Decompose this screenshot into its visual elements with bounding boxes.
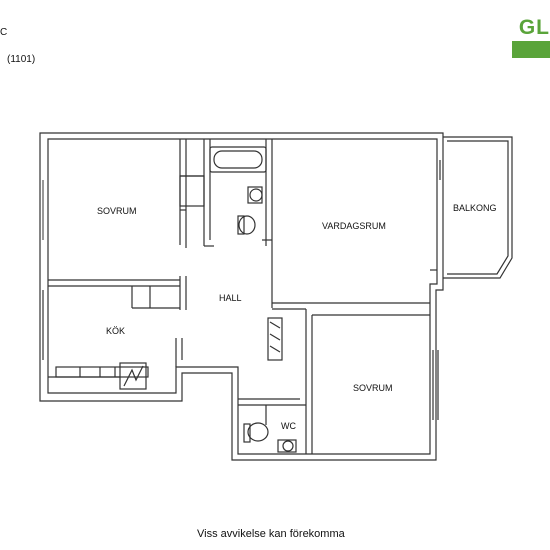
room-label-kitchen: KÖK [106,326,125,336]
brand-logo-bar [512,41,550,58]
room-label-hall: HALL [219,293,242,303]
header-title-fragment: C [0,27,8,38]
brand-logo: GL [518,16,550,39]
room-label-balcony: BALKONG [453,203,497,213]
room-label-living-room: VARDAGSRUM [322,221,386,231]
room-label-bedroom-bottom: SOVRUM [353,383,393,393]
outer-wall [39,132,444,461]
balcony-outline [443,136,513,279]
room-label-bedroom-top: SOVRUM [97,206,137,216]
outer-wall-inner [47,138,438,455]
disclaimer: Viss avvikelse kan förekomma [197,528,345,540]
room-label-wc: WC [281,421,296,431]
unit-number: (1101) [7,54,36,65]
